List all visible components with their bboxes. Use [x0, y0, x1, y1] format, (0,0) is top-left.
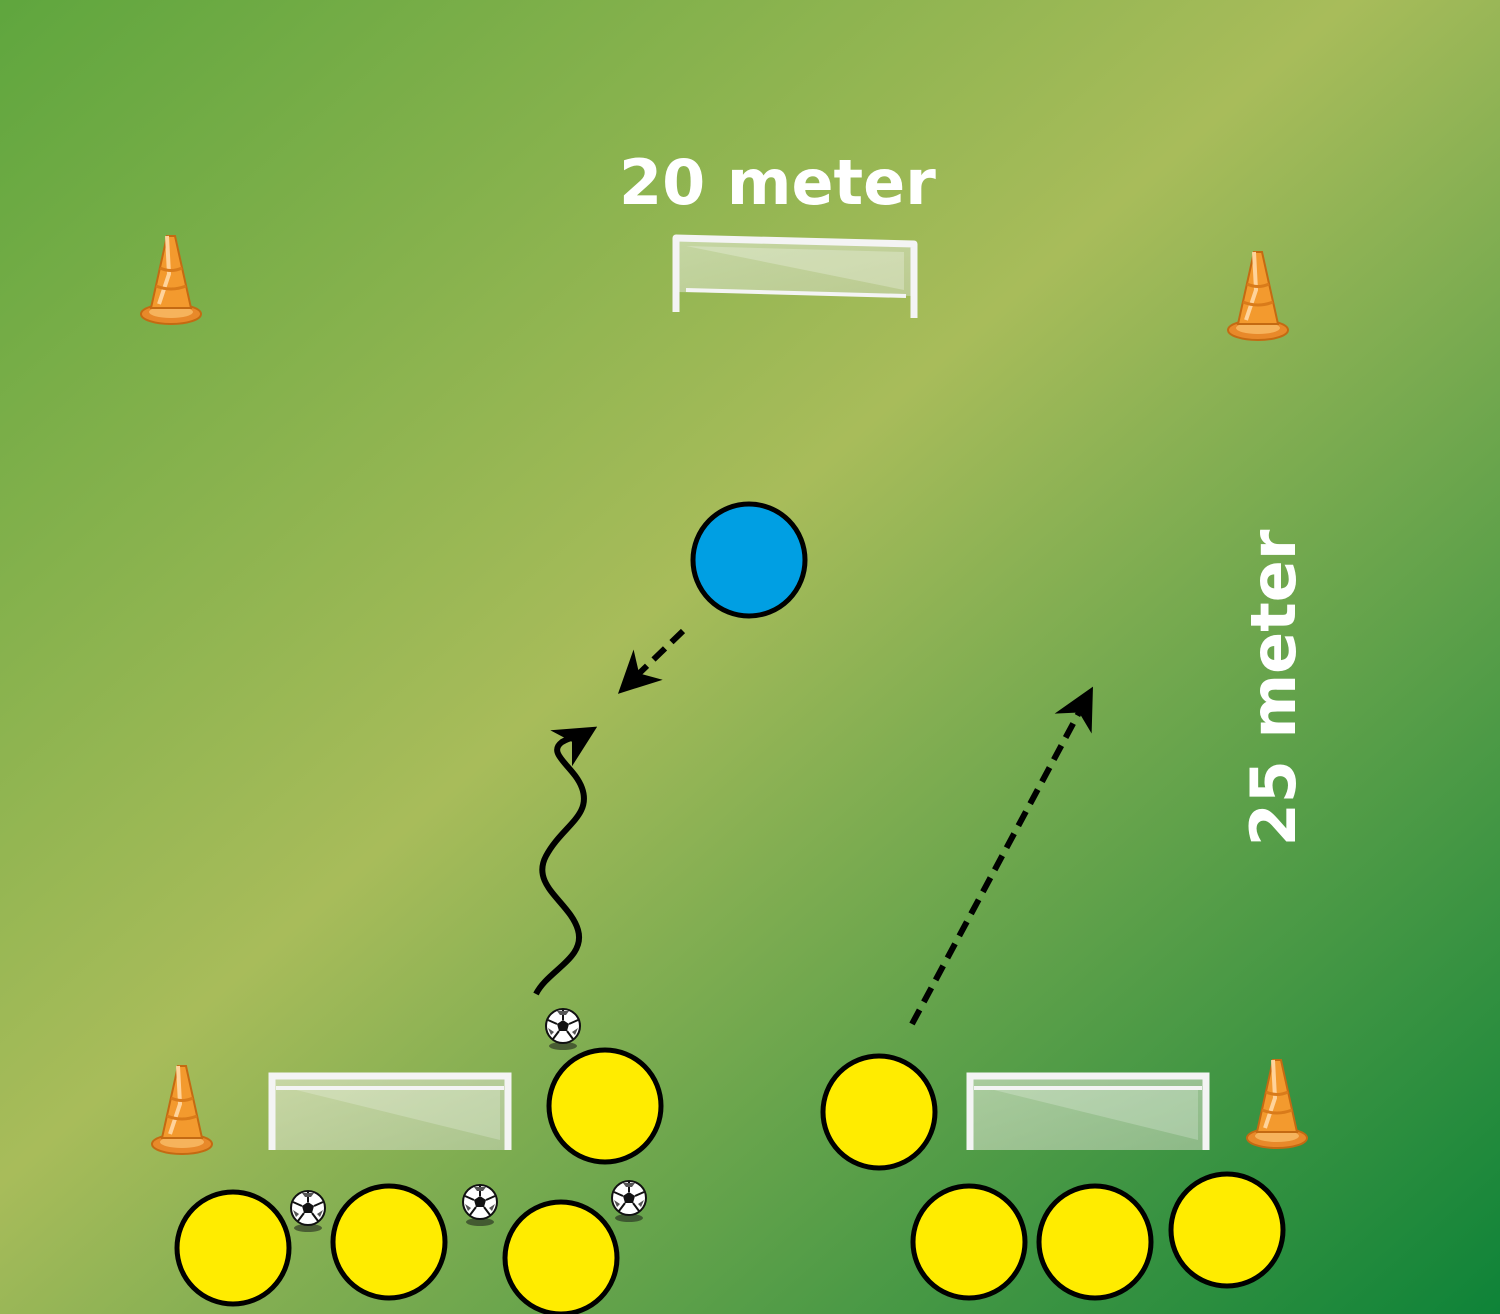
attacker-player-queue-left-3 [502, 1199, 620, 1314]
bottom-right-goal-icon [966, 1072, 1210, 1150]
pass-arrow-defender [617, 628, 686, 694]
bottom-left-goal-icon [268, 1072, 512, 1150]
attacker-player-queue-left-1 [174, 1189, 292, 1307]
dribble-arrow [533, 726, 598, 996]
length-dimension-label: 25 meter [1237, 529, 1310, 847]
top-goal-icon [672, 234, 918, 318]
attacker-player-queue-left-2 [330, 1183, 448, 1301]
defender-player [690, 501, 808, 619]
attacker-player-queue-right-1 [910, 1183, 1028, 1301]
attacker-player-queue-right-3 [1168, 1171, 1286, 1289]
width-dimension-label: 20 meter [619, 146, 936, 219]
run-arrow [909, 686, 1093, 1026]
attacker-player-queue-right-2 [1036, 1183, 1154, 1301]
attacker-player-dribbler [546, 1047, 664, 1165]
attacker-player-runner [820, 1053, 938, 1171]
